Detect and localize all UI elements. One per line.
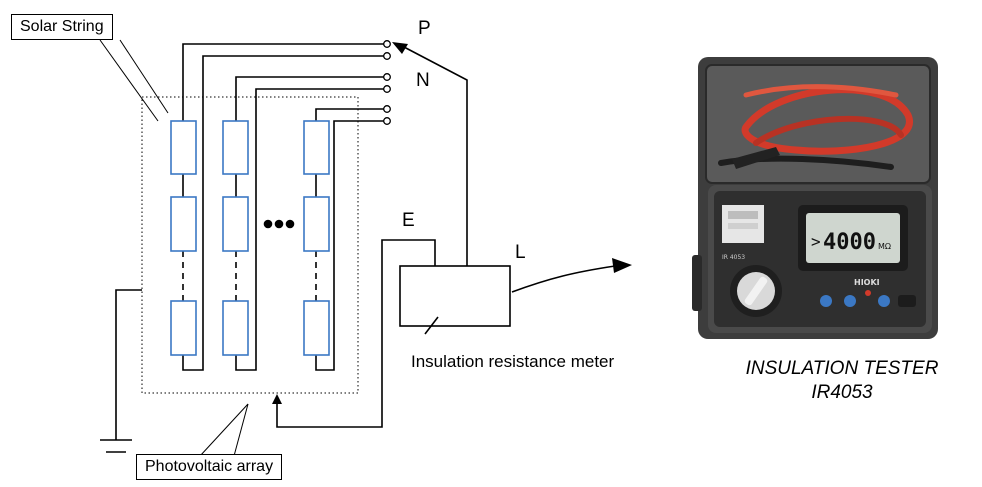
pv-module [303,196,330,252]
terminal-group [383,40,391,125]
tester-button [820,295,832,307]
brand-logo: HIOKI [854,278,880,287]
meter-pointer [424,316,439,335]
meter-caption: Insulation resistance meter [411,352,615,371]
alligator-clip [732,147,780,169]
array-leader [199,403,249,457]
l-arrowhead [392,42,408,54]
string-3-negative-wire [315,120,384,371]
terminal-p-label: P [418,18,431,39]
string-2-negative-wire [235,88,384,371]
terminal-e-label: E [402,210,415,231]
pv-module [222,300,249,356]
test-leads [718,84,913,170]
pv-module [303,300,330,356]
lcd-unit: MΩ [878,242,891,251]
pv-module [222,196,249,252]
lcd-prefix: > [811,232,821,251]
string-3-positive-wire [315,108,384,121]
string-1-negative-wire [182,55,384,371]
l-lead-wire [403,46,468,266]
lcd-reading: 4000 [823,230,876,255]
insulation-meter-box [399,265,511,327]
tester-button [844,295,856,307]
e-arrowhead [272,394,282,404]
photovoltaic-array-label: Photovoltaic array [136,454,283,480]
terminal-n-label: N [416,70,430,91]
tester-led [865,290,871,296]
pv-module [222,120,249,175]
insulation-tester-photo: > 4000 MΩ HIOKI IR 4053 [692,57,938,339]
more-strings-ellipsis [263,219,295,229]
tester-button [898,295,916,307]
tester-button [878,295,890,307]
string-2-positive-wire [235,76,384,121]
pv-module [170,300,197,356]
model-badge: IR 4053 [722,254,745,261]
string-1-positive-wire [182,43,384,121]
pointer-arrowhead [612,258,632,273]
pointer-to-tester [511,265,616,293]
array-boundary [141,96,359,394]
pv-module [170,196,197,252]
pv-module [170,120,197,175]
product-title: INSULATION TESTER IR4053 [712,357,972,405]
lcd-screen [806,213,900,263]
solar-string-label: Solar String [11,14,113,40]
ground-wire [115,289,142,440]
product-name: INSULATION TESTER [745,358,939,379]
pv-module [303,120,330,175]
solar-string-leader [99,39,159,122]
product-model: IR4053 [811,382,873,403]
e-lead-wire [276,239,436,428]
terminal-l-label: L [515,242,526,263]
